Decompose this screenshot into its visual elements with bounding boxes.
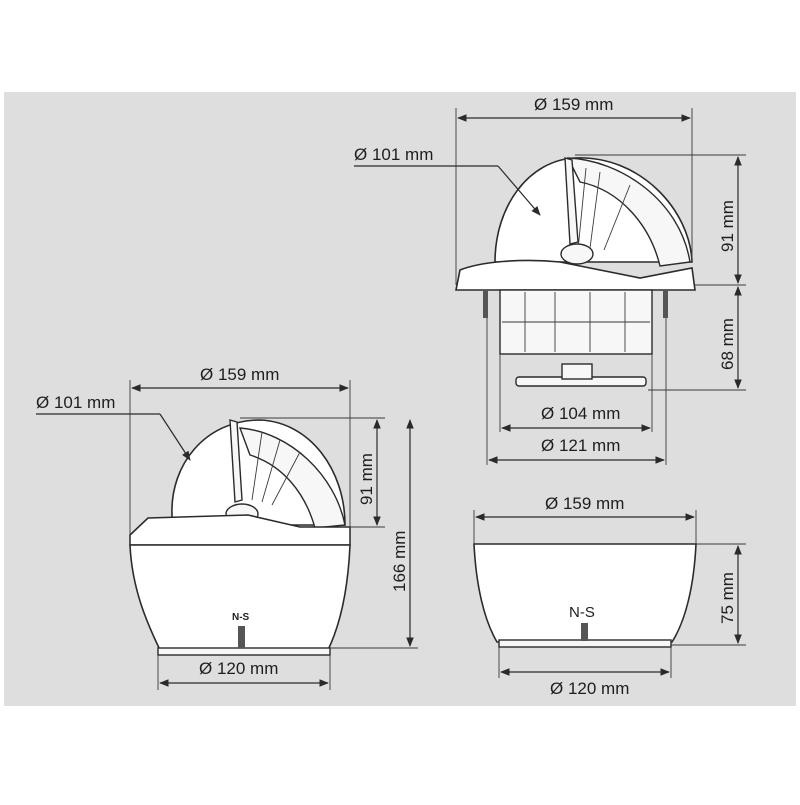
left-dia-dome-label: Ø 101 mm (36, 393, 115, 412)
tr-dia-top-label: Ø 159 mm (534, 95, 613, 114)
br-dia-top-label: Ø 159 mm (545, 494, 624, 513)
left-height-dome-label: 91 mm (357, 453, 376, 505)
bracket-clamp (561, 363, 593, 380)
flange (455, 259, 696, 291)
tr-dia-121-label: Ø 121 mm (541, 436, 620, 455)
sight-vane (229, 419, 243, 503)
view-top-right: Ø 159 mm Ø 101 mm 91 mm 68 mm Ø 104 mm Ø… (354, 95, 746, 465)
left-dia-bottom-label: Ø 120 mm (199, 659, 278, 678)
base-foot (157, 647, 331, 656)
br-height-label: 75 mm (718, 572, 737, 624)
view-bottom-right: N-S Ø 159 mm 75 mm Ø 120 mm (473, 494, 746, 698)
br-dia-bottom-label: Ø 120 mm (550, 679, 629, 698)
mount-screw-right (663, 290, 668, 318)
dome (171, 419, 346, 526)
adjust-screw (581, 623, 588, 641)
adjust-screw (238, 626, 245, 648)
left-height-total-label: 166 mm (390, 531, 409, 592)
left-ns-marking: N-S (232, 612, 250, 623)
base-foot (498, 639, 672, 648)
view-left: N-S Ø 159 mm Ø 101 mm 91 mm 166 mm Ø 120… (36, 365, 418, 690)
tr-height-dome-label: 91 mm (718, 200, 737, 252)
left-dia-top-label: Ø 159 mm (200, 365, 279, 384)
tr-dia-dome-label: Ø 101 mm (354, 145, 433, 164)
vane-hub (560, 243, 594, 265)
base-body (473, 543, 697, 643)
tr-dia-104-label: Ø 104 mm (541, 404, 620, 423)
tr-height-below-label: 68 mm (718, 318, 737, 370)
mount-screw-left (483, 290, 488, 318)
br-ns-marking: N-S (569, 604, 595, 621)
hood (238, 427, 346, 529)
sight-vane (564, 157, 579, 245)
